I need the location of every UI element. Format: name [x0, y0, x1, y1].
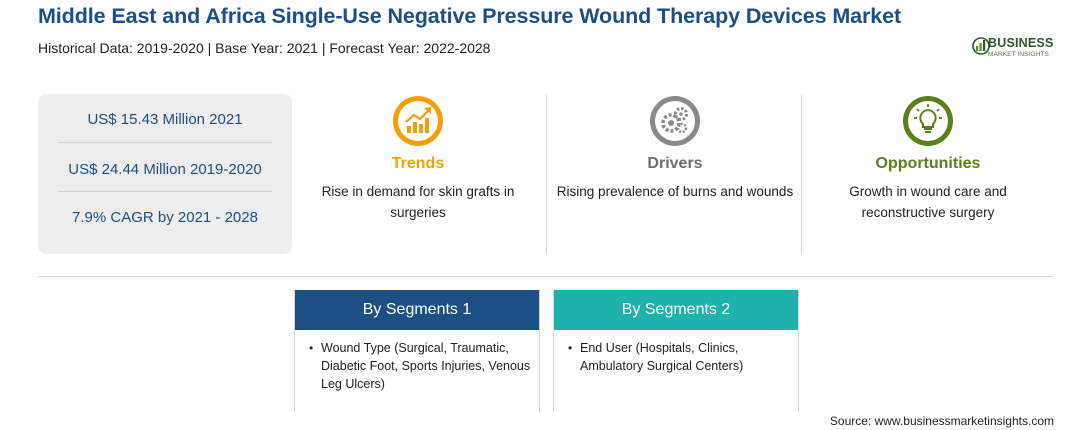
segment-2-item: End User (Hospitals, Clinics, Ambulatory… [580, 341, 744, 373]
segment-1-body: • Wound Type (Surgical, Traumatic, Diabe… [295, 330, 539, 393]
lightbulb-icon [903, 96, 953, 146]
opportunities-title: Opportunities [875, 155, 981, 172]
source-citation: Source: www.businessmarketinsights.com [829, 414, 1054, 428]
drivers-title: Drivers [647, 155, 703, 172]
section-divider [38, 276, 1054, 277]
logo-mark-icon [972, 37, 990, 55]
segment-1-item: Wound Type (Surgical, Traumatic, Diabeti… [321, 341, 531, 391]
segment-card-2: By Segments 2 • End User (Hospitals, Cli… [553, 290, 799, 412]
stat-divider [58, 191, 272, 192]
opportunities-card: Opportunities Growth in wound care and r… [808, 94, 1048, 223]
trends-card: Trends Rise in demand for skin grafts in… [298, 94, 538, 223]
stat-cagr: 7.9% CAGR by 2021 - 2028 [72, 209, 258, 226]
feature-divider [801, 94, 802, 254]
opportunities-description: Growth in wound care and reconstructive … [849, 184, 1007, 220]
stat-divider [58, 142, 272, 143]
page-title: Middle East and Africa Single-Use Negati… [38, 4, 902, 28]
feature-divider [546, 94, 547, 254]
logo-word: BUSINESS [988, 36, 1054, 50]
stat-historical-value: US$ 24.44 Million 2019-2020 [68, 161, 262, 178]
segment-1-header: By Segments 1 [295, 290, 539, 330]
trends-description: Rise in demand for skin grafts in surger… [321, 184, 515, 220]
gears-icon [650, 96, 700, 146]
bullet-icon: • [568, 341, 573, 355]
company-logo[interactable]: BUSINESS MARKET INSIGHTS [972, 34, 1062, 64]
trends-title: Trends [391, 155, 445, 172]
segment-2-header: By Segments 2 [554, 290, 798, 330]
bullet-icon: • [309, 341, 314, 355]
segment-2-body: • End User (Hospitals, Clinics, Ambulato… [554, 330, 798, 375]
trend-chart-icon [393, 96, 443, 146]
market-stats-panel: US$ 15.43 Million 2021 US$ 24.44 Million… [38, 94, 292, 254]
page-subtitle: Historical Data: 2019-2020 | Base Year: … [38, 40, 491, 56]
drivers-card: Drivers Rising prevalence of burns and w… [555, 94, 795, 202]
stat-market-value-2021: US$ 15.43 Million 2021 [87, 111, 243, 128]
segment-card-1: By Segments 1 • Wound Type (Surgical, Tr… [294, 290, 540, 412]
logo-sub: MARKET INSIGHTS [988, 51, 1049, 58]
drivers-description: Rising prevalence of burns and wounds [556, 184, 794, 199]
